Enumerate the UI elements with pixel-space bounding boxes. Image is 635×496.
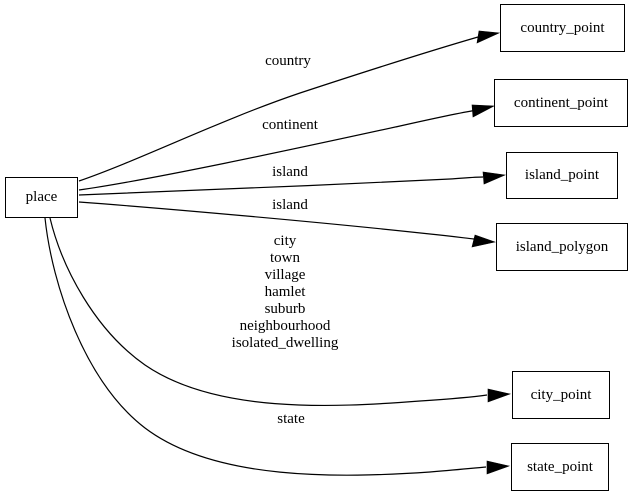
edge-place-island_point <box>78 171 507 196</box>
edge-place-continent_point <box>78 104 496 191</box>
node-label-state-point: state_point <box>527 458 593 475</box>
arrow-head-continent <box>471 104 496 118</box>
node-city-point[interactable]: city_point <box>512 371 610 419</box>
node-place[interactable]: place <box>5 177 78 218</box>
edge-place-island_polygon <box>78 201 497 248</box>
edge-label-text-city: city town village hamlet suburb neighbou… <box>231 233 339 351</box>
edge-label-text-country: country <box>265 53 311 69</box>
edge-label-city: city town village hamlet suburb neighbou… <box>232 233 339 352</box>
edge-label-island-polygon: island <box>272 197 308 214</box>
edge-line-city <box>49 217 488 407</box>
node-label-continent-point: continent_point <box>513 94 609 111</box>
edge-line-country <box>78 36 479 182</box>
edge-line-island-polygon <box>78 201 475 240</box>
arrow-head-country <box>476 30 501 44</box>
edge-line-continent <box>78 109 478 191</box>
edge-place-state_point <box>44 217 511 476</box>
edge-label-text-island-polygon: island <box>272 197 308 213</box>
node-country-point[interactable]: country_point <box>500 4 625 52</box>
node-label-island-polygon: island_polygon <box>515 238 609 255</box>
edge-line-island-point <box>78 176 484 196</box>
node-label-island-point: island_point <box>524 167 600 183</box>
node-state-point[interactable]: state_point <box>511 443 609 491</box>
node-island-point[interactable]: island_point <box>506 152 618 199</box>
node-continent-point[interactable]: continent_point <box>494 79 628 127</box>
edge-label-country: country <box>265 53 311 70</box>
edge-label-state: state <box>277 411 305 428</box>
edge-label-text-state: state <box>277 411 305 427</box>
edge-label-text-continent: continent <box>262 117 318 133</box>
node-label-city-point: city_point <box>530 386 592 403</box>
edge-label-island-point: island <box>272 164 308 181</box>
arrow-head-island-point <box>482 171 507 185</box>
node-label-place: place <box>25 189 58 205</box>
edge-line-state <box>44 217 487 476</box>
arrow-head-state <box>486 460 511 475</box>
edge-label-continent: continent <box>262 117 318 134</box>
edge-place-city_point <box>49 217 512 407</box>
edge-place-country_point <box>78 30 501 182</box>
node-label-country-point: country_point <box>520 19 605 36</box>
arrow-head-island-polygon <box>471 234 497 248</box>
node-island-polygon[interactable]: island_polygon <box>496 223 628 271</box>
edge-label-text-island-point: island <box>272 164 308 180</box>
arrow-head-city <box>487 388 512 403</box>
